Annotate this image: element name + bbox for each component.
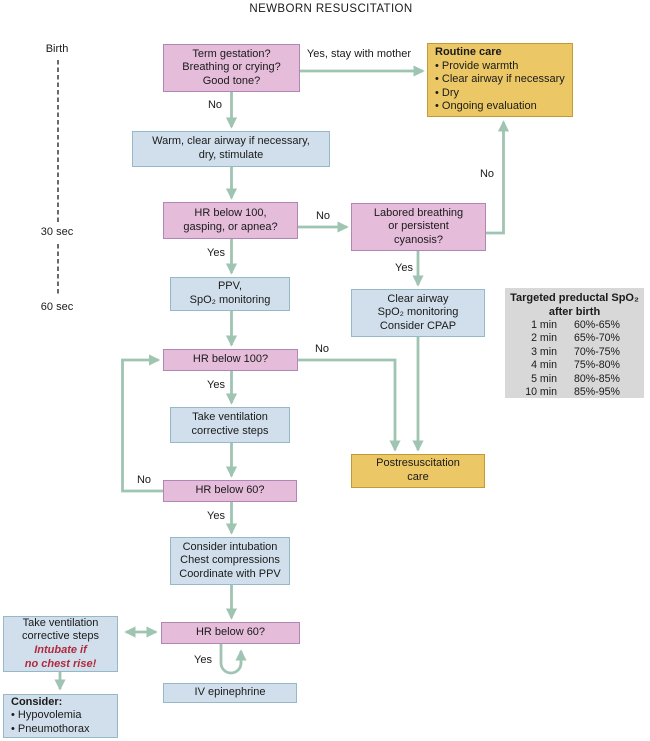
arrow-epinephrine-loop — [219, 644, 247, 675]
box-hr-below-100: HR below 100? — [163, 349, 298, 371]
bullet-item: • Pneumothorax — [11, 722, 90, 735]
box-line: Take ventilation — [192, 411, 268, 424]
label-no-hr100: No — [314, 343, 330, 355]
page-title: NEWBORN RESUSCITATION — [249, 3, 413, 15]
box-warm-dry-stimulate: Warm, clear airway if necessary, dry, st… — [132, 131, 330, 167]
table-row: 1 min 60%-65% — [505, 319, 644, 332]
box-hr-below-60-second: HR below 60? — [161, 622, 300, 644]
table-time: 5 min — [531, 372, 557, 385]
box-line: or persistent — [388, 220, 449, 233]
box-line: corrective steps — [191, 425, 269, 437]
box-clear-airway-cpap: Clear airway SpO₂ monitoring Consider CP… — [351, 289, 485, 337]
box-line: Term gestation? — [192, 47, 271, 60]
box-line: PPV, — [217, 280, 243, 293]
box-line: Clear airway — [387, 292, 449, 305]
bullet-item: • Ongoing evaluation — [435, 100, 537, 113]
label-yes-hr60: Yes — [207, 510, 225, 522]
box-line: HR below 100? — [192, 353, 269, 366]
warning-line: Intubate if — [34, 644, 87, 656]
box-consider-hypovolemia: Consider: • Hypovolemia • Pneumothorax — [3, 694, 118, 738]
label-yes-labored: Yes — [395, 262, 413, 274]
box-title: Routine care — [435, 45, 502, 58]
box-line: care — [407, 471, 429, 483]
box-line: Chest compressions — [180, 554, 280, 567]
table-time: 2 min — [531, 332, 557, 345]
table-time: 4 min — [531, 359, 557, 372]
box-postresuscitation-care: Postresuscitation care — [351, 454, 485, 488]
table-range: 85%-95% — [574, 386, 620, 399]
box-term-gestation: Term gestation? Breathing or crying? Goo… — [163, 44, 300, 92]
box-line: Consider CPAP — [379, 319, 457, 332]
box-line: HR below 60? — [195, 626, 266, 639]
label-yes-hr100-gasping: Yes — [207, 247, 225, 259]
box-iv-epinephrine: IV epinephrine — [163, 683, 297, 703]
timeline-30sec-label: 30 sec — [40, 226, 74, 238]
timeline-birth-label: Birth — [45, 43, 69, 55]
table-row: 5 min 80%-85% — [505, 373, 644, 386]
box-title: Consider: — [11, 695, 63, 708]
box-line: Warm, clear airway if necessary, — [152, 135, 310, 148]
table-time: 1 min — [531, 319, 557, 331]
box-line: dry, stimulate — [198, 149, 264, 161]
table-range: 75%-80% — [574, 359, 620, 372]
table-range: 70%-75% — [574, 345, 620, 358]
arrow-labored-to-routine — [486, 120, 510, 235]
box-line: HR below 60? — [195, 484, 265, 497]
table-range: 65%-70% — [574, 332, 620, 345]
table-title-line2: after birth — [548, 305, 601, 318]
box-line: gasping, or apnea? — [183, 220, 278, 233]
box-hr-below-100-gasping: HR below 100, gasping, or apnea? — [163, 202, 298, 239]
targeted-preductal-spo2-table: Targeted preductal SpO₂ after birth 1 mi… — [505, 288, 644, 398]
box-line: Postresuscitation — [376, 457, 460, 470]
bullet-item: • Clear airway if necessary — [435, 73, 565, 86]
box-line: corrective steps — [21, 630, 100, 643]
box-line: HR below 100, — [194, 206, 267, 219]
box-line: Consider intubation — [182, 540, 278, 553]
box-line: IV epinephrine — [194, 686, 266, 699]
arrow-hr100-to-postres — [298, 358, 401, 452]
table-time: 10 min — [525, 386, 557, 399]
table-row: 2 min 65%-70% — [505, 332, 644, 345]
bullet-item: • Provide warmth — [435, 59, 519, 72]
bullet-item: • Dry — [435, 86, 460, 99]
table-row: 4 min 75%-80% — [505, 359, 644, 372]
label-no-hr100-gasping: No — [315, 210, 331, 222]
table-range: 60%-65% — [574, 319, 620, 331]
label-yes-stay-with-mother: Yes, stay with mother — [306, 48, 412, 60]
box-routine-care: Routine care • Provide warmth • Clear ai… — [427, 43, 573, 117]
box-line: cyanosis? — [394, 233, 443, 246]
table-range: 80%-85% — [574, 372, 620, 385]
label-no-labored: No — [479, 168, 495, 180]
bullet-item: • Hypovolemia — [11, 709, 82, 722]
table-time: 3 min — [531, 345, 557, 358]
box-take-ventilation-steps: Take ventilation corrective steps — [170, 407, 290, 443]
warning-line: no chest rise! — [24, 657, 97, 670]
table-row: 3 min 70%-75% — [505, 346, 644, 359]
box-line: Take ventilation — [22, 616, 99, 629]
timeline-60sec-label: 60 sec — [40, 301, 74, 313]
box-hr-below-60-first: HR below 60? — [163, 480, 297, 502]
box-ppv-spo2-monitoring: PPV, SpO₂ monitoring — [170, 277, 290, 311]
box-line: Labored breathing — [373, 206, 464, 219]
table-title-line1: Targeted preductal SpO₂ — [510, 292, 639, 304]
box-labored-breathing: Labored breathing or persistent cyanosis… — [351, 203, 486, 251]
box-line: Good tone? — [202, 74, 261, 87]
label-no-hr60: No — [136, 474, 152, 486]
label-no-term: No — [207, 99, 223, 111]
table-row: 10 min 85%-95% — [505, 386, 644, 399]
box-line: Breathing or crying? — [182, 61, 281, 74]
label-yes-hr100: Yes — [207, 379, 225, 391]
box-take-ventilation-steps-2: Take ventilation corrective steps Intuba… — [3, 616, 118, 672]
box-line: SpO₂ monitoring — [377, 306, 459, 319]
label-yes-hr60-second: Yes — [194, 654, 212, 666]
arrow-hr60-loop-to-hr100 — [121, 354, 163, 493]
box-line: SpO₂ monitoring — [189, 294, 271, 306]
box-line: Coordinate with PPV — [179, 567, 281, 580]
box-consider-intubation: Consider intubation Chest compressions C… — [170, 537, 290, 585]
